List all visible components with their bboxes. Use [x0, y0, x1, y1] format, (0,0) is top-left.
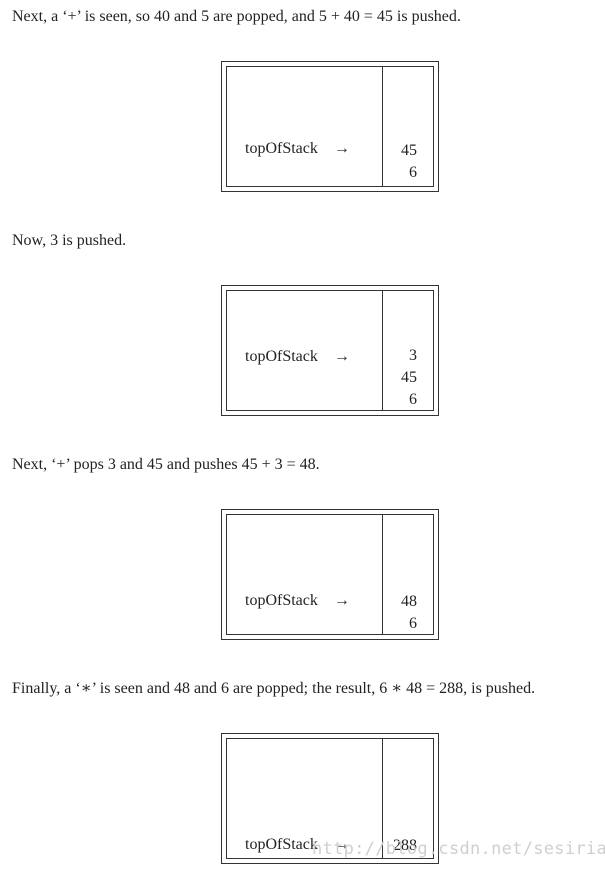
- pointer-label: topOfStack: [245, 836, 318, 853]
- stack-box: topOfStack → 3 45 6: [226, 290, 434, 411]
- right-arrow-icon: →: [333, 592, 350, 609]
- stack-divider: [382, 291, 383, 410]
- stack-value: 48: [401, 593, 417, 610]
- stack-diagram-2: topOfStack → 3 45 6: [221, 285, 439, 416]
- stack-box: topOfStack → 288: [226, 738, 434, 859]
- right-arrow-icon: →: [333, 836, 350, 853]
- top-of-stack-pointer: topOfStack →: [245, 139, 350, 159]
- top-of-stack-pointer: topOfStack →: [245, 835, 350, 855]
- stack-divider: [382, 739, 383, 858]
- stack-divider: [382, 515, 383, 634]
- pointer-label: topOfStack: [245, 140, 318, 157]
- pointer-label: topOfStack: [245, 592, 318, 609]
- top-of-stack-pointer: topOfStack →: [245, 591, 350, 611]
- stack-box: topOfStack → 48 6: [226, 514, 434, 635]
- stack-diagram-3: topOfStack → 48 6: [221, 509, 439, 640]
- stack-value: 45: [401, 369, 417, 386]
- step-3-text: Next, ‘+’ pops 3 and 45 and pushes 45 + …: [12, 456, 320, 473]
- stack-values: 48 6: [383, 591, 433, 635]
- step-2-text: Now, 3 is pushed.: [12, 232, 127, 249]
- top-of-stack-pointer: topOfStack →: [245, 347, 350, 367]
- pointer-label: topOfStack: [245, 348, 318, 365]
- stack-value: 288: [393, 837, 417, 854]
- stack-value: 3: [409, 347, 417, 364]
- stack-value: 6: [409, 164, 417, 181]
- step-1-text: Next, a ‘+’ is seen, so 40 and 5 are pop…: [12, 8, 461, 25]
- stack-box: topOfStack → 45 6: [226, 66, 434, 187]
- stack-value: 45: [401, 142, 417, 159]
- stack-diagram-4: topOfStack → 288: [221, 733, 439, 864]
- stack-value: 6: [409, 391, 417, 408]
- watermark-text: http://blog.csdn.net/sesiria: [312, 839, 605, 859]
- right-arrow-icon: →: [333, 140, 350, 157]
- stack-values: 45 6: [383, 140, 433, 184]
- stack-divider: [382, 67, 383, 186]
- stack-value: 6: [409, 615, 417, 632]
- stack-values: 3 45 6: [383, 345, 433, 411]
- stack-diagram-1: topOfStack → 45 6: [221, 61, 439, 192]
- step-4-text: Finally, a ‘∗’ is seen and 48 and 6 are …: [12, 680, 536, 697]
- stack-values: 288: [383, 835, 433, 857]
- right-arrow-icon: →: [333, 348, 350, 365]
